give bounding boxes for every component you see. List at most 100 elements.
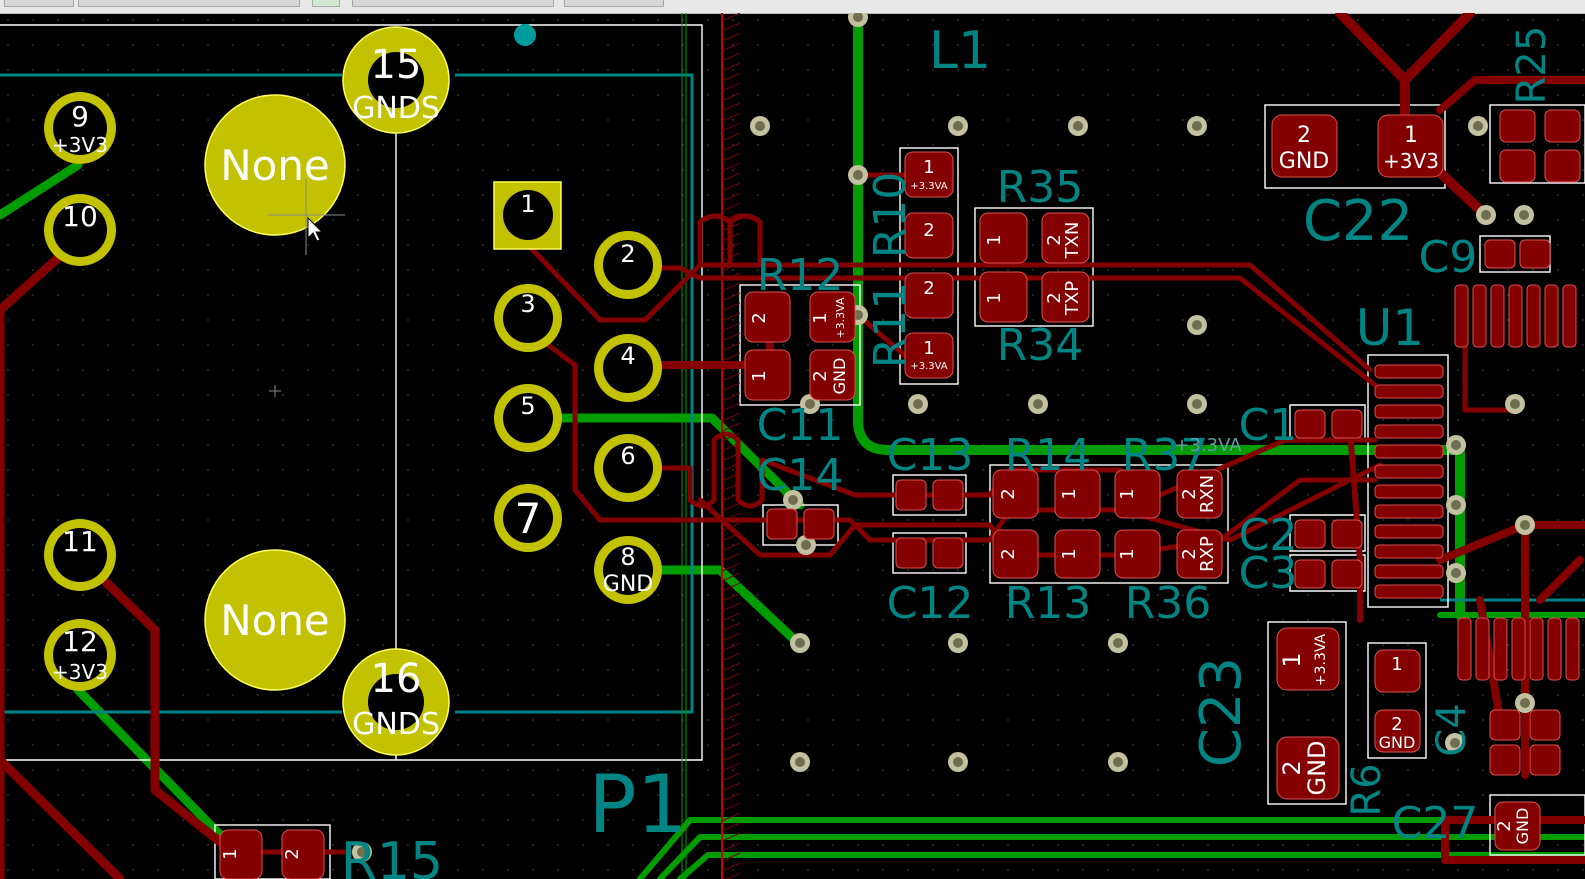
pin-1[interactable]: 1 [493, 181, 562, 250]
pad-c12-2[interactable] [932, 537, 964, 569]
u1-pin[interactable] [1565, 617, 1580, 681]
pin-2[interactable]: 2 [594, 231, 662, 299]
pad-c14-1[interactable] [766, 508, 798, 540]
pad-c2-1[interactable] [1294, 519, 1326, 549]
pad-r13-2[interactable]: 2 [992, 529, 1039, 579]
u1-pin[interactable] [1374, 404, 1444, 419]
pad-r10-1[interactable]: 1+3.3VA [904, 151, 954, 198]
toolbar-field[interactable] [78, 0, 300, 7]
u1-pin[interactable] [1374, 444, 1444, 459]
u1-pin[interactable] [1374, 564, 1444, 579]
connector-p1[interactable]: 15 GNDS 16 GNDS None None 9 +3V3 10 11 1… [44, 24, 662, 756]
pad-r14-1[interactable]: 1 [1054, 469, 1101, 519]
pad-c9-1[interactable] [1484, 239, 1516, 269]
u1-pin[interactable] [1374, 524, 1444, 539]
u1-pin[interactable] [1490, 284, 1505, 348]
pad-c14-2[interactable] [803, 508, 835, 540]
pad-r25[interactable] [1499, 109, 1536, 143]
pad-c2-2[interactable] [1331, 519, 1363, 549]
left-pad-11[interactable]: 11 [44, 519, 116, 591]
pad-r15-2[interactable]: 2 [281, 829, 325, 879]
pad-r12-2[interactable]: 2 [744, 291, 791, 343]
pad-c3-2[interactable] [1331, 559, 1363, 589]
pad-r14-2[interactable]: 2 [992, 469, 1039, 519]
pad-c4-2[interactable] [1529, 709, 1561, 741]
pad-c13-2[interactable] [932, 479, 964, 511]
pin-3[interactable]: 3 [494, 284, 562, 352]
u1-pin[interactable] [1472, 284, 1487, 348]
pad-c22-1[interactable]: 1+3V3 [1377, 114, 1444, 178]
u1-pin[interactable] [1511, 617, 1526, 681]
u1-pin[interactable] [1374, 504, 1444, 519]
pad-c11-1[interactable]: 1 [744, 349, 791, 401]
pad-r24[interactable] [1544, 149, 1581, 183]
npth-hole[interactable] [204, 94, 346, 236]
pad-c9-2[interactable] [1519, 239, 1551, 269]
u1-bottom-pads[interactable] [1457, 617, 1580, 681]
pad-r35-1[interactable]: 1 [979, 212, 1028, 264]
u1-pin[interactable] [1374, 584, 1444, 599]
pad-r6-1[interactable]: 1 [1374, 649, 1421, 693]
u1-pin[interactable] [1526, 284, 1541, 348]
pad-r11-1[interactable]: 1+3.3VA [904, 332, 954, 379]
pin-7[interactable]: 7 [494, 484, 562, 552]
u1-pin[interactable] [1529, 617, 1544, 681]
pad-c4-1[interactable] [1489, 709, 1521, 741]
toolbar-field[interactable] [564, 0, 664, 7]
u1-pin[interactable] [1562, 284, 1577, 348]
u1-pin[interactable] [1457, 617, 1472, 681]
pad-r24[interactable] [1499, 149, 1536, 183]
pcb-canvas[interactable]: 15 GNDS 16 GNDS None None 9 +3V3 10 11 1… [0, 13, 1585, 879]
u1-pin[interactable] [1508, 284, 1523, 348]
pad-r15-1[interactable]: 1 [219, 829, 263, 879]
pin-5[interactable]: 5 [494, 384, 562, 452]
pad-c1-2[interactable] [1331, 409, 1363, 439]
left-pad-12[interactable]: 12 +3V3 [44, 619, 116, 691]
pad-c1-1[interactable] [1294, 409, 1326, 439]
pad-c12-1[interactable] [895, 537, 927, 569]
pad-r37-1[interactable]: 1 [1114, 469, 1161, 519]
left-pad-10[interactable]: 10 [44, 194, 116, 266]
u1-pin[interactable] [1544, 284, 1559, 348]
u1-top-pads[interactable] [1454, 284, 1577, 348]
u1-pads[interactable] [1374, 364, 1444, 599]
u1-pin[interactable] [1374, 544, 1444, 559]
u1-pin[interactable] [1374, 464, 1444, 479]
u1-pin[interactable] [1374, 384, 1444, 399]
left-pad-9[interactable]: 9 +3V3 [44, 92, 116, 164]
pad-c13-1[interactable] [895, 479, 927, 511]
pad-c3-1[interactable] [1294, 559, 1326, 589]
pad-r34-1[interactable]: 1 [979, 271, 1028, 323]
pad-c4-1[interactable] [1489, 744, 1521, 776]
track-width-icon[interactable] [312, 0, 340, 7]
pad-c23-1[interactable]: 1+3.3VA [1276, 627, 1340, 691]
pin-4[interactable]: 4 [594, 334, 662, 402]
npth-hole[interactable] [204, 549, 346, 691]
u1-pin[interactable] [1374, 364, 1444, 379]
pad-r13-1[interactable]: 1 [1054, 529, 1101, 579]
pad-r12-1[interactable]: 1+3.3VA [809, 291, 856, 343]
toolbar-field[interactable] [352, 0, 554, 7]
u1-pin[interactable] [1374, 484, 1444, 499]
u1-pin[interactable] [1493, 617, 1508, 681]
u1-pin[interactable] [1475, 617, 1490, 681]
pin-8[interactable]: 8 GND [594, 536, 662, 604]
pad-r10-2[interactable]: 2 [904, 212, 954, 259]
u1-pin[interactable] [1547, 617, 1562, 681]
pad-r11-2[interactable]: 2 [904, 272, 954, 319]
pad-c4-2[interactable] [1529, 744, 1561, 776]
pad-r25[interactable] [1544, 109, 1581, 143]
u1-pin[interactable] [1374, 424, 1444, 439]
u1-pin[interactable] [1454, 284, 1469, 348]
toolbar-field[interactable] [4, 0, 74, 7]
pad-r36-1[interactable]: 1 [1114, 529, 1161, 579]
pin-6[interactable]: 6 [594, 434, 662, 502]
